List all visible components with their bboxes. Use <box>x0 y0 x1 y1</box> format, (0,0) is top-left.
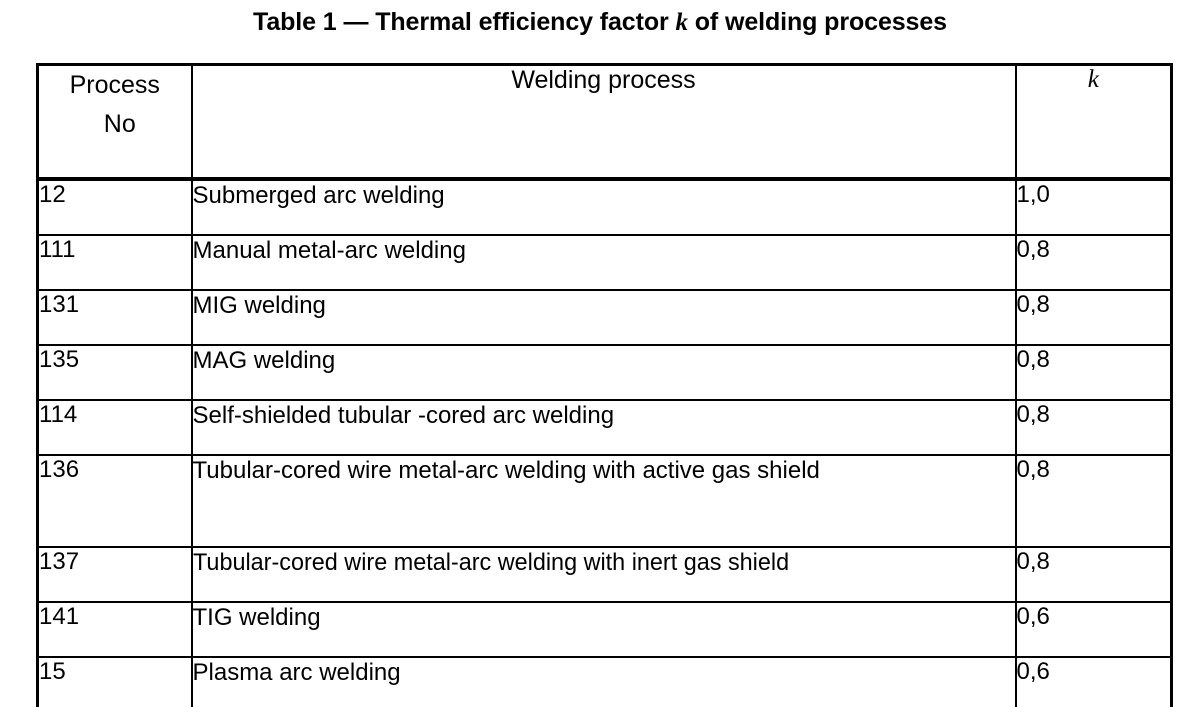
table-row: 111 Manual metal-arc welding 0,8 <box>36 234 1173 291</box>
cell-k-value: 0,8 <box>1014 454 1173 548</box>
table-row: 141 TIG welding 0,6 <box>36 601 1173 658</box>
table-row: 131 MIG welding 0,8 <box>36 289 1173 346</box>
cell-welding-process: MIG welding <box>190 289 1017 346</box>
cell-welding-process: Tubular-cored wire metal-arc welding wit… <box>190 454 1017 548</box>
table-caption-suffix: of welding processes <box>687 8 947 36</box>
table-header-row: Process No Welding process k <box>36 63 1173 181</box>
cell-process-no: 136 <box>36 454 193 548</box>
cell-k-value: 0,6 <box>1014 601 1173 658</box>
cell-k-value: 0,8 <box>1014 289 1173 346</box>
table-row: 135 MAG welding 0,8 <box>36 344 1173 401</box>
column-header-process-no-line2: No <box>103 109 136 138</box>
cell-welding-process: Tubular-cored wire metal-arc welding wit… <box>190 546 1017 603</box>
table-caption-prefix: Table 1 — Thermal efficiency factor <box>253 8 676 36</box>
cell-welding-process-text: Tubular-cored wire metal-arc welding wit… <box>192 549 789 576</box>
table-row: 114 Self-shielded tubular -cored arc wel… <box>36 399 1173 456</box>
table-row: 12 Submerged arc welding 1,0 <box>36 178 1173 236</box>
cell-process-no: 137 <box>36 546 193 603</box>
column-header-welding-process: Welding process <box>190 63 1017 181</box>
table-caption-symbol-k: k <box>675 9 688 36</box>
table-row: 15 Plasma arc welding 0,6 <box>36 656 1173 707</box>
cell-k-value: 1,0 <box>1014 178 1173 236</box>
cell-welding-process: Plasma arc welding <box>190 656 1017 707</box>
cell-k-value: 0,8 <box>1014 344 1173 401</box>
table-body: 12 Submerged arc welding 1,0 111 Manual … <box>36 178 1173 707</box>
table-row: 136 Tubular-cored wire metal-arc welding… <box>36 454 1173 548</box>
cell-welding-process: TIG welding <box>190 601 1017 658</box>
cell-process-no: 135 <box>36 344 193 401</box>
cell-process-no: 15 <box>36 656 193 707</box>
cell-process-no: 131 <box>36 289 193 346</box>
cell-welding-process: MAG welding <box>190 344 1017 401</box>
cell-process-no: 111 <box>36 234 193 291</box>
column-header-k: k <box>1014 63 1173 181</box>
column-header-process-no-line1: Process <box>69 71 160 99</box>
table-header: Process No Welding process k <box>36 63 1173 181</box>
cell-process-no: 141 <box>36 601 193 658</box>
cell-k-value: 0,6 <box>1014 656 1173 707</box>
thermal-efficiency-table: Process No Welding process k 12 Submerge… <box>36 63 1173 707</box>
cell-welding-process: Submerged arc welding <box>190 178 1017 236</box>
cell-process-no: 12 <box>36 178 193 236</box>
cell-k-value: 0,8 <box>1014 399 1173 456</box>
cell-k-value: 0,8 <box>1014 546 1173 603</box>
cell-k-value: 0,8 <box>1014 234 1173 291</box>
table-container: Process No Welding process k 12 Submerge… <box>36 63 1173 707</box>
table-caption: Table 1 — Thermal efficiency factor k of… <box>0 8 1200 37</box>
cell-welding-process: Self-shielded tubular -cored arc welding <box>190 399 1017 456</box>
cell-process-no: 114 <box>36 399 193 456</box>
cell-welding-process: Manual metal-arc welding <box>190 234 1017 291</box>
column-header-process-no: Process No <box>36 63 193 181</box>
table-row: 137 Tubular-cored wire metal-arc welding… <box>36 546 1173 603</box>
